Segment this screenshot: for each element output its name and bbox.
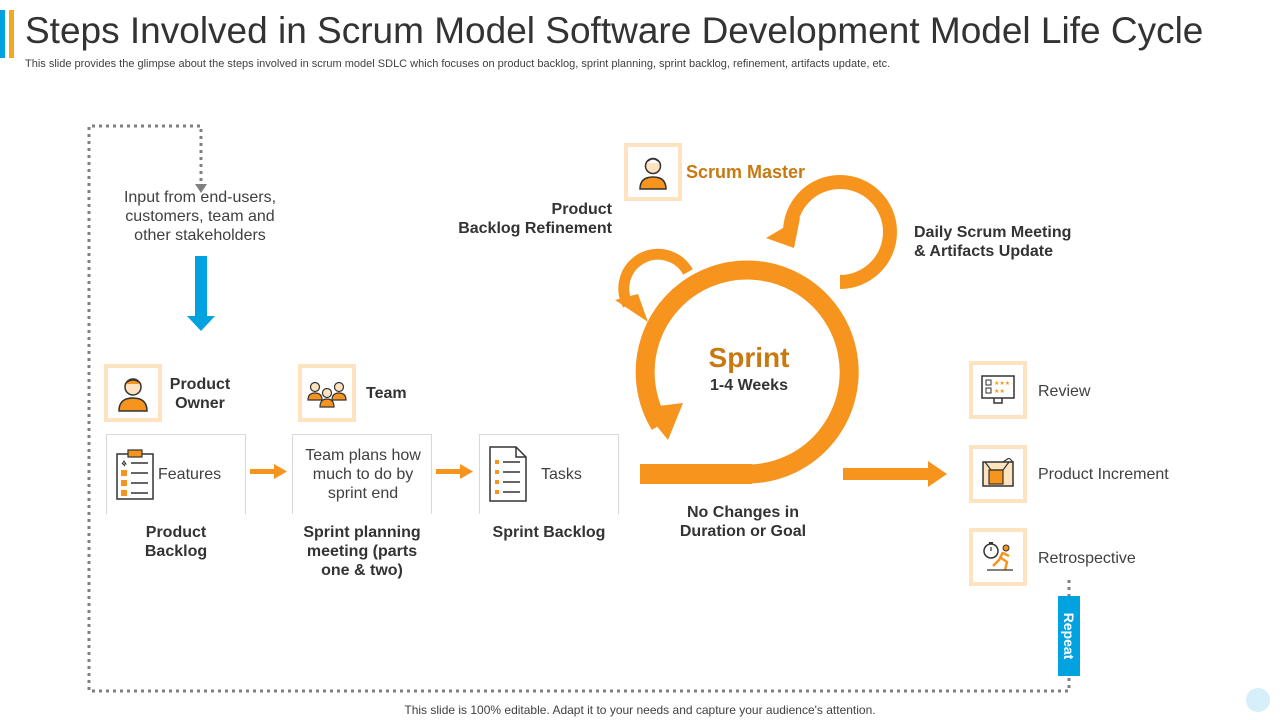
- product-backlog-label: Product Backlog: [106, 523, 246, 561]
- daily-scrum-label: Daily Scrum Meeting & Artifacts Update: [914, 223, 1071, 261]
- sprint-cycle-arrowhead: [642, 403, 683, 440]
- retrospective-label: Retrospective: [1038, 550, 1136, 567]
- product-owner-label: Product Owner: [165, 375, 235, 413]
- monitor-rating-icon: ★★★ ★★: [981, 375, 1015, 404]
- no-changes-label: No Changes in Duration or Goal: [663, 503, 823, 541]
- team-plans-text: Team plans how much to do by sprint end: [293, 446, 433, 503]
- team-label: Team: [366, 385, 407, 402]
- product-backlog-line-2: Backlog: [144, 543, 208, 560]
- person-icon: [118, 378, 148, 412]
- sprint-backlog-label: Sprint Backlog: [492, 524, 606, 541]
- sprint-duration: 1-4 Weeks: [710, 377, 788, 394]
- product-box-icon: [982, 458, 1014, 487]
- team-plans-line-1: Team plans how: [305, 447, 421, 464]
- svg-text:★★: ★★: [994, 388, 1005, 395]
- team-icon: [307, 381, 347, 408]
- team-icon-box: [298, 364, 356, 422]
- features-card: Features: [106, 434, 246, 514]
- sprint-planning-line-2: meeting (parts: [306, 543, 418, 560]
- increment-icon-box: [969, 445, 1027, 503]
- scrum-master-icon-box: [624, 143, 682, 201]
- sprint-title: Sprint: [708, 342, 790, 373]
- daily-loop-arc: [783, 175, 897, 289]
- daily-loop-arrowhead: [766, 218, 800, 248]
- corner-decoration-dot: [1246, 688, 1270, 712]
- arrow-features-to-planning-head: [274, 464, 287, 479]
- product-owner-line-2: Owner: [175, 395, 225, 412]
- sprint-cycle-arc: [635, 260, 859, 484]
- team-plans-line-2: much to do by: [312, 466, 414, 483]
- product-owner-icon-box: [104, 364, 162, 422]
- sprint-base-bar: [640, 464, 752, 484]
- svg-text:★★★: ★★★: [994, 380, 1010, 387]
- tasks-card: Tasks: [479, 434, 619, 514]
- input-line-3: other stakeholders: [134, 227, 266, 244]
- retrospective-icon-box: [969, 528, 1027, 586]
- input-arrow-shaft: [195, 256, 207, 318]
- repeat-label: Repeat: [1061, 612, 1077, 660]
- scrum-master-label: Scrum Master: [686, 162, 806, 182]
- title-accent-blue: [0, 10, 5, 58]
- scrum-master-person-icon: [639, 157, 667, 190]
- team-plans-line-3: sprint end: [327, 485, 399, 502]
- input-arrow-head: [187, 316, 215, 331]
- sprint-planning-line-3: one & two): [321, 562, 403, 579]
- sprint-planning-label: Sprint planning meeting (parts one & two…: [287, 523, 437, 580]
- daily-scrum-line-2: & Artifacts Update: [914, 243, 1053, 260]
- stopwatch-runner-icon: [983, 542, 1013, 571]
- slide-title: Steps Involved in Scrum Model Software D…: [25, 10, 1204, 51]
- no-changes-line-1: No Changes in: [686, 504, 799, 521]
- document-icon: [489, 446, 527, 502]
- backlog-refinement-line-2: Backlog Refinement: [458, 220, 612, 237]
- arrow-to-outcomes-head: [928, 461, 947, 487]
- refinement-loop-arc: [618, 248, 693, 308]
- input-sources-text: Input from end-users, customers, team an…: [105, 188, 295, 245]
- repeat-tab: Repeat: [1058, 596, 1080, 676]
- product-owner-line-1: Product: [169, 376, 231, 393]
- title-accent-orange: [9, 10, 14, 58]
- arrow-to-outcomes-shaft: [843, 468, 931, 480]
- checklist-icon: [116, 449, 154, 500]
- input-line-2: customers, team and: [125, 208, 275, 225]
- features-text: Features: [158, 466, 222, 483]
- arrow-features-to-planning-shaft: [250, 469, 276, 474]
- arrow-planning-to-tasks-head: [460, 464, 473, 479]
- arrow-planning-to-tasks-shaft: [436, 469, 462, 474]
- no-changes-line-2: Duration or Goal: [679, 523, 807, 540]
- product-increment-label: Product Increment: [1038, 466, 1169, 483]
- review-label: Review: [1038, 383, 1091, 400]
- tasks-text: Tasks: [541, 466, 582, 483]
- input-line-1: Input from end-users,: [123, 189, 277, 206]
- slide-subtitle: This slide provides the glimpse about th…: [25, 58, 891, 70]
- backlog-refinement-label: Product Backlog Refinement: [440, 200, 612, 238]
- backlog-refinement-line-1: Product: [551, 201, 612, 218]
- slide-footer: This slide is 100% editable. Adapt it to…: [404, 703, 876, 717]
- review-icon-box: ★★★ ★★: [969, 361, 1027, 419]
- refinement-loop-arrowhead: [615, 294, 648, 322]
- team-plans-card: Team plans how much to do by sprint end: [292, 434, 432, 514]
- product-backlog-line-1: Product: [145, 524, 207, 541]
- daily-scrum-line-1: Daily Scrum Meeting: [914, 224, 1072, 241]
- sprint-planning-line-1: Sprint planning: [303, 524, 421, 541]
- feedback-loop-arrowhead: [195, 184, 207, 193]
